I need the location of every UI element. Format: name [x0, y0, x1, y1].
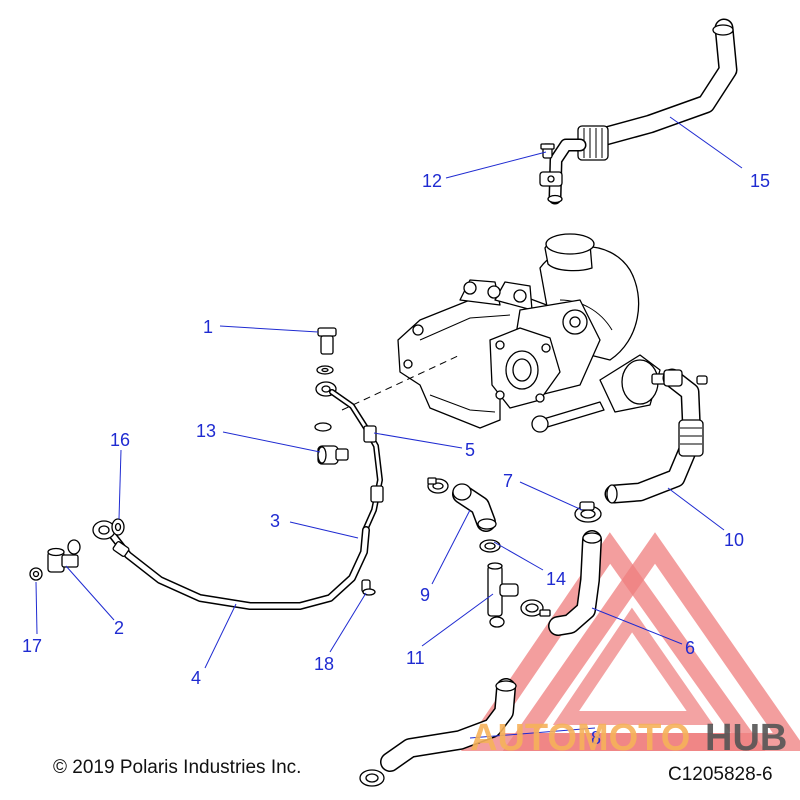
callout-12: 12 [422, 171, 442, 191]
leader-5 [373, 432, 463, 449]
leader-13 [222, 431, 321, 453]
callout-4: 4 [191, 668, 201, 688]
leader-3 [289, 521, 359, 539]
callout-17: 17 [22, 636, 42, 656]
callout-6: 6 [685, 638, 695, 658]
turbo-assembly [397, 233, 669, 433]
hose-6 [548, 530, 602, 636]
callout-16: 16 [110, 430, 130, 450]
oil-line-4 [92, 520, 370, 610]
bolt-2 [47, 539, 81, 573]
clamp-14 [479, 539, 501, 553]
leader-14 [493, 541, 544, 571]
fitting-13 [317, 445, 349, 465]
leader-11 [421, 593, 494, 647]
leader-17 [35, 581, 38, 635]
callout-3: 3 [270, 511, 280, 531]
callout-8: 8 [591, 728, 601, 748]
callout-15: 15 [750, 171, 770, 191]
alignment-line [341, 354, 461, 411]
leader-10 [667, 487, 725, 531]
leader-6 [591, 607, 683, 645]
clamp-9 [427, 477, 449, 494]
leader-12 [445, 151, 547, 179]
tee-11 [487, 562, 519, 628]
leader-9 [431, 509, 471, 585]
hose-15 [539, 18, 738, 205]
leader-lines [35, 116, 743, 739]
callout-9: 9 [420, 585, 430, 605]
leader-2 [65, 565, 115, 621]
bolt-1 [316, 327, 337, 375]
callout-11: 11 [406, 648, 425, 668]
copyright-text: © 2019 Polaris Industries Inc. [53, 757, 301, 778]
callout-5: 5 [465, 440, 475, 460]
leader-16 [118, 449, 122, 520]
leader-4 [204, 603, 237, 669]
clamp-11b [520, 599, 551, 617]
hose-9 [452, 483, 497, 532]
callout-10: 10 [724, 530, 744, 550]
hose-10 [604, 368, 708, 504]
washer-17 [29, 567, 43, 581]
callout-labels: 1 2 3 4 5 6 7 8 9 10 11 12 13 14 15 16 1… [22, 171, 770, 748]
leader-7 [519, 481, 583, 511]
bolt-12 [540, 143, 555, 159]
callout-1: 1 [203, 317, 213, 337]
callout-14: 14 [546, 569, 566, 589]
watermark-logo [460, 532, 800, 751]
leader-1 [219, 325, 319, 333]
washer-16 [111, 518, 125, 536]
leader-8 [469, 727, 596, 739]
callout-13: 13 [196, 421, 216, 441]
watermark-text: AUTOMOTO HUB [470, 717, 787, 759]
leader-15 [669, 116, 743, 169]
callout-18: 18 [314, 654, 334, 674]
drawing-id: C1205828-6 [668, 764, 773, 785]
clamp-7 [574, 501, 602, 523]
watermark-word-b: HUB [705, 717, 787, 759]
callout-2: 2 [114, 618, 124, 638]
leader-18 [329, 592, 367, 653]
oil-line-5 [314, 381, 384, 531]
watermark-word-a: AUTOMOTO [470, 717, 690, 759]
bolt-18 [361, 579, 376, 596]
hose-8 [359, 678, 517, 787]
callout-7: 7 [503, 471, 513, 491]
